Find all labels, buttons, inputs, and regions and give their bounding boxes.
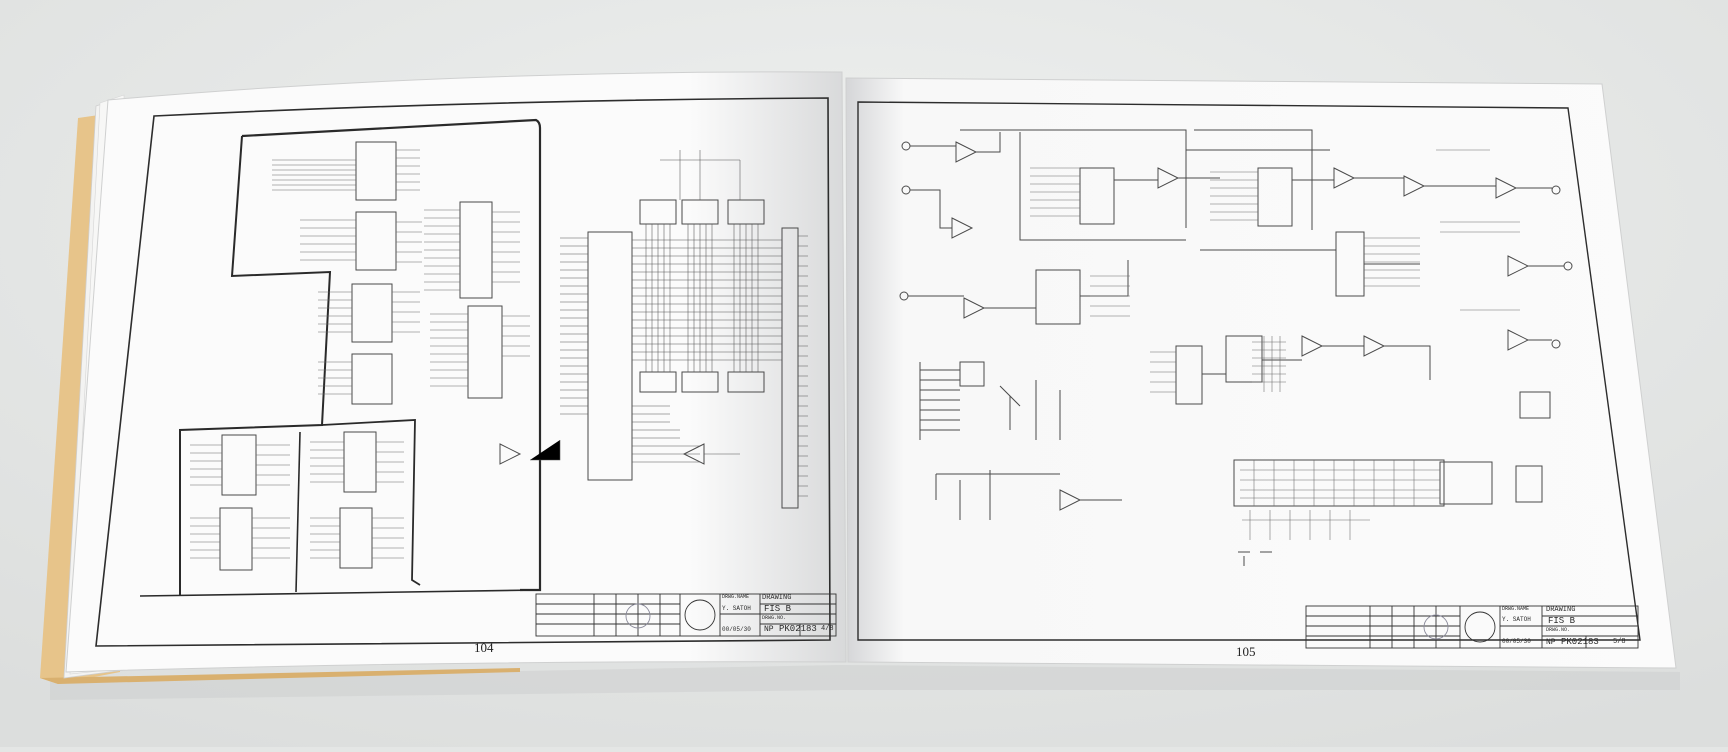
right-tb-sheet: 5/8 — [1613, 638, 1626, 646]
right-tb-title: FIS B — [1548, 616, 1576, 626]
right-tb-size: NP — [1546, 638, 1556, 647]
left-title-block — [535, 593, 837, 637]
right-tb-drawn-label: DRWG.NAME — [1502, 606, 1530, 612]
left-page — [65, 71, 847, 673]
left-tb-sheet: 4/8 — [821, 625, 834, 633]
right-tb-drawing-no: PK02183 — [1561, 637, 1599, 647]
left-tb-drawn-by: Y. SATOH — [722, 605, 751, 612]
left-tb-drawing-no: PK02183 — [779, 624, 817, 634]
right-page-number: 105 — [1236, 644, 1256, 659]
right-schematic — [899, 129, 1573, 566]
right-tb-date: 00/05/30 — [1502, 638, 1531, 645]
left-tb-title: FIS B — [764, 604, 792, 614]
left-tb-heading: DRAWING — [762, 594, 792, 602]
right-pin-lines — [1030, 149, 1520, 540]
left-tb-date: 00/05/30 — [722, 626, 751, 633]
right-tb-heading: DRAWING — [1546, 606, 1576, 614]
right-tb-drawing-no-label: DRWG.NO. — [1546, 627, 1571, 633]
left-tb-size: NP — [764, 625, 774, 634]
left-tb-drawn-label: DRWG.NAME — [722, 594, 750, 600]
left-bus-grid — [530, 150, 808, 497]
right-tb-drawn-by: Y. SATOH — [1502, 616, 1531, 623]
right-title-block — [1305, 605, 1639, 649]
right-page — [845, 77, 1677, 669]
left-page-number: 104 — [474, 640, 494, 655]
left-pin-lines — [190, 149, 530, 559]
left-tb-drawing-no-label: DRWG.NO. — [762, 615, 787, 621]
